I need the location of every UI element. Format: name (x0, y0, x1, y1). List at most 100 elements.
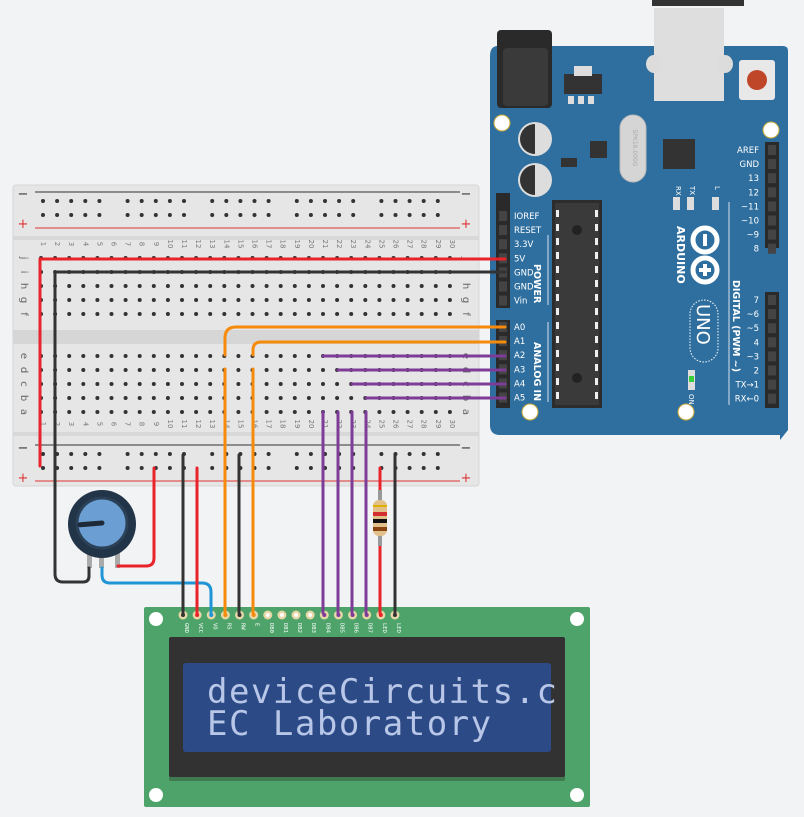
breadboard-hole[interactable] (81, 368, 86, 372)
breadboard-hole[interactable] (109, 354, 114, 358)
rail-hole[interactable] (294, 213, 299, 217)
breadboard-hole[interactable] (292, 284, 297, 288)
breadboard-hole[interactable] (81, 382, 86, 386)
breadboard-hole[interactable] (405, 284, 410, 288)
breadboard-hole[interactable] (123, 284, 128, 288)
breadboard-hole[interactable] (123, 312, 128, 316)
breadboard-hole[interactable] (250, 312, 255, 316)
breadboard-hole[interactable] (81, 298, 86, 302)
breadboard-hole[interactable] (151, 410, 156, 414)
breadboard-hole[interactable] (165, 312, 170, 316)
header-socket[interactable] (768, 243, 776, 254)
breadboard-hole[interactable] (447, 298, 452, 302)
breadboard-hole[interactable] (419, 284, 424, 288)
breadboard-hole[interactable] (419, 298, 424, 302)
breadboard-hole[interactable] (292, 396, 297, 400)
breadboard-hole[interactable] (165, 382, 170, 386)
breadboard-hole[interactable] (335, 312, 340, 316)
breadboard-hole[interactable] (264, 284, 269, 288)
breadboard-hole[interactable] (194, 368, 199, 372)
breadboard-hole[interactable] (306, 368, 311, 372)
breadboard-hole[interactable] (321, 396, 325, 400)
rail-hole[interactable] (210, 213, 215, 217)
breadboard-hole[interactable] (165, 396, 170, 400)
rail-hole[interactable] (153, 213, 158, 217)
breadboard-hole[interactable] (349, 396, 354, 400)
breadboard-hole[interactable] (321, 312, 325, 316)
rail-hole[interactable] (238, 213, 243, 217)
breadboard-hole[interactable] (433, 410, 438, 414)
breadboard-hole[interactable] (306, 410, 311, 414)
rail-hole[interactable] (69, 452, 74, 456)
breadboard-hole[interactable] (137, 396, 142, 400)
breadboard-hole[interactable] (95, 396, 100, 400)
rail-hole[interactable] (294, 466, 299, 470)
breadboard-hole[interactable] (208, 354, 213, 358)
header-socket[interactable] (768, 379, 776, 390)
header-socket[interactable] (499, 281, 507, 292)
breadboard-hole[interactable] (321, 284, 325, 288)
rail-hole[interactable] (252, 213, 257, 217)
rail-hole[interactable] (421, 199, 426, 203)
breadboard-hole[interactable] (335, 382, 340, 386)
breadboard-hole[interactable] (67, 410, 72, 414)
breadboard-hole[interactable] (95, 382, 100, 386)
rail-hole[interactable] (407, 452, 412, 456)
breadboard-hole[interactable] (391, 284, 396, 288)
rail-hole[interactable] (308, 466, 313, 470)
rail-hole[interactable] (69, 213, 74, 217)
rail-hole[interactable] (435, 199, 440, 203)
rail-hole[interactable] (210, 466, 215, 470)
rail-hole[interactable] (83, 466, 88, 470)
breadboard-hole[interactable] (321, 298, 325, 302)
breadboard-hole[interactable] (236, 368, 241, 372)
breadboard-hole[interactable] (123, 354, 128, 358)
breadboard-hole[interactable] (377, 410, 382, 414)
breadboard-hole[interactable] (208, 368, 213, 372)
rail-hole[interactable] (55, 213, 60, 217)
breadboard-hole[interactable] (81, 284, 86, 288)
breadboard-hole[interactable] (151, 354, 156, 358)
rail-hole[interactable] (421, 213, 426, 217)
breadboard-hole[interactable] (433, 298, 438, 302)
breadboard-hole[interactable] (278, 410, 283, 414)
rail-hole[interactable] (83, 213, 88, 217)
header-socket[interactable] (768, 187, 776, 198)
breadboard-hole[interactable] (306, 382, 311, 386)
breadboard-hole[interactable] (208, 396, 213, 400)
breadboard-hole[interactable] (180, 298, 184, 302)
breadboard-hole[interactable] (391, 298, 396, 302)
breadboard-hole[interactable] (180, 354, 184, 358)
breadboard-hole[interactable] (109, 396, 114, 400)
header-socket[interactable] (768, 323, 776, 334)
breadboard-hole[interactable] (137, 312, 142, 316)
breadboard-hole[interactable] (151, 382, 156, 386)
rail-hole[interactable] (41, 213, 45, 217)
header-socket[interactable] (499, 225, 507, 236)
rail-hole[interactable] (69, 466, 74, 470)
rail-hole[interactable] (393, 213, 398, 217)
rail-hole[interactable] (125, 199, 130, 203)
header-socket[interactable] (768, 215, 776, 226)
breadboard-hole[interactable] (321, 368, 325, 372)
rail-hole[interactable] (153, 199, 158, 203)
breadboard-hole[interactable] (447, 312, 452, 316)
rail-hole[interactable] (97, 452, 102, 456)
breadboard-hole[interactable] (194, 312, 199, 316)
potentiometer[interactable] (68, 490, 136, 568)
breadboard-hole[interactable] (292, 298, 297, 302)
resistor[interactable] (373, 490, 387, 546)
breadboard-hole[interactable] (208, 298, 213, 302)
rail-hole[interactable] (182, 199, 186, 203)
rail-hole[interactable] (224, 213, 229, 217)
rail-hole[interactable] (167, 199, 172, 203)
breadboard-hole[interactable] (109, 410, 114, 414)
rail-hole[interactable] (323, 199, 327, 203)
breadboard-hole[interactable] (335, 298, 340, 302)
rail-hole[interactable] (139, 452, 144, 456)
breadboard-hole[interactable] (81, 396, 86, 400)
header-socket[interactable] (768, 145, 776, 155)
breadboard-hole[interactable] (109, 312, 114, 316)
rail-hole[interactable] (139, 213, 144, 217)
